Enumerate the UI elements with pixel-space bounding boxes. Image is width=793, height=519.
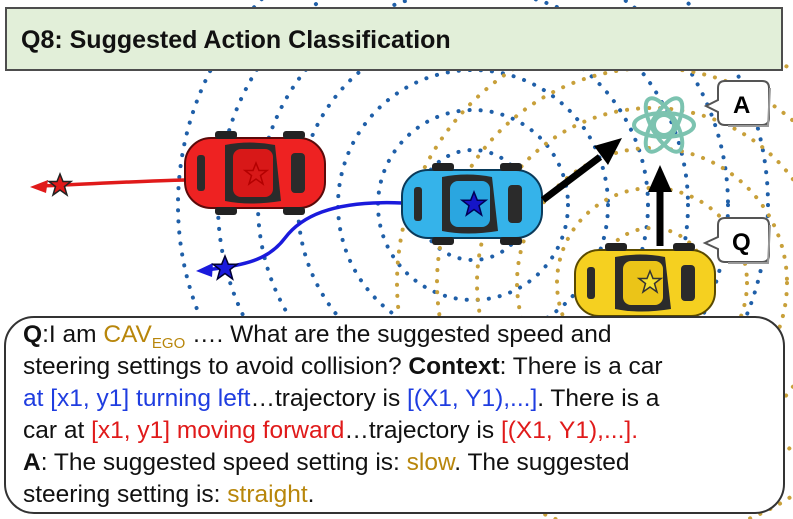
question-prefix: Q [23,321,43,348]
cav-subscript: EGO [151,335,186,352]
answer-line-2: steering setting is: [23,481,228,508]
context-label: Context [408,353,500,380]
qa-panel: Q:I am CAVEGO …. What are the suggested … [4,316,785,514]
context-coords-1: [x1, y1] turning left [50,385,251,412]
red-car [184,131,326,215]
context-trajectory-1: …trajectory is [250,385,407,412]
qa-line-4: car at [x1, y1] moving forward…trajector… [23,415,783,447]
red-trajectory-star [46,171,74,197]
yellow-car-star [636,268,664,294]
page-title: Q8: Suggested Action Classification [21,26,451,54]
answer-prefix: A [23,449,41,476]
blue-car-trajectory [204,200,403,272]
header-banner: Q8: Suggested Action Classification [5,7,783,71]
answer-text-b: . The suggested [454,449,630,476]
answer-bubble-label: A [733,92,750,119]
context-tail-1: . There is a [537,385,660,412]
qa-line-3: at [x1, y1] turning left…trajectory is [… [23,383,783,415]
context-trajectory-2: …trajectory is [344,417,501,444]
question-bubble-label: Q [732,229,751,256]
answer-speed: slow [406,449,455,476]
context-coords-2: [x1, y1] moving forward [91,417,345,444]
qa-text: Q:I am CAVEGO …. What are the suggested … [23,319,783,511]
red-trajectory-arrowhead [30,180,48,193]
answer-text-a: : The suggested speed setting is: [40,449,407,476]
question-line-2: steering settings to avoid collision? [23,353,409,380]
context-at-1: at [23,385,51,412]
qa-line-1: Q:I am CAVEGO …. What are the suggested … [23,319,783,351]
star-markers [46,160,664,294]
cav-ego: CAVEGO [103,321,185,351]
question-text-a: :I am [42,321,104,348]
context-trajectory-value-1: [(X1, Y1),...] [407,385,538,412]
question-text-b: …. What are the suggested speed and [185,321,612,348]
red-car-star [242,160,270,186]
query-arrows [540,138,672,246]
context-car-at: car at [23,417,92,444]
ai-model-icon [632,96,696,154]
context-trajectory-value-2: [(X1, Y1),...] [500,417,632,444]
cav-label: CAV [103,321,152,348]
blue-trajectory-arrowhead [196,263,213,277]
context-text-a: : There is a car [499,353,663,380]
context-tail-2: . [631,417,639,444]
answer-bubble: A [703,80,771,127]
qa-line-5: A: The suggested speed setting is: slow.… [23,447,783,479]
qa-line-6: steering setting is: straight. [23,479,783,511]
answer-end: . [307,481,315,508]
answer-steering: straight [227,481,308,508]
blue-trajectory-star [210,253,240,281]
question-bubble: Q [702,217,771,264]
qa-line-2: steering settings to avoid collision? Co… [23,351,783,383]
ego-car-star [459,189,489,217]
